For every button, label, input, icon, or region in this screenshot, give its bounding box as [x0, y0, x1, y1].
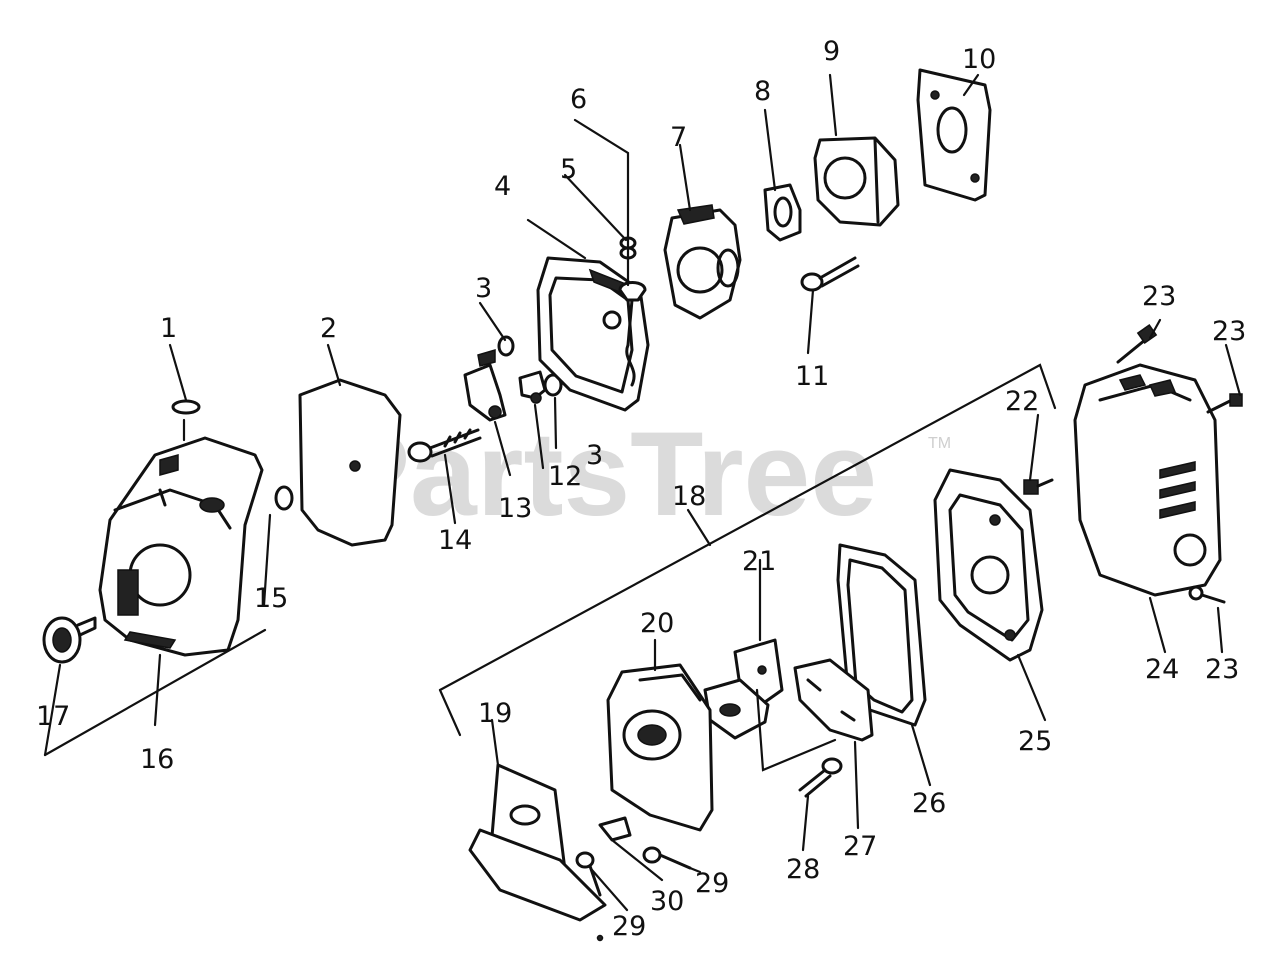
part-17-knob[interactable]	[42, 616, 97, 664]
part-21-bracket[interactable]	[703, 638, 784, 740]
part-9-insulator[interactable]	[813, 136, 900, 227]
callout-6: 6	[570, 84, 587, 115]
callout-9: 9	[823, 36, 840, 67]
callout-27: 27	[843, 831, 877, 862]
part-1-grommet[interactable]	[171, 399, 201, 415]
callout-23-bottom: 23	[1205, 654, 1239, 685]
callout-13: 13	[498, 493, 532, 524]
part-24-shroud[interactable]	[1073, 363, 1222, 597]
callout-30: 30	[650, 886, 684, 917]
callout-22: 22	[1005, 386, 1039, 417]
callout-18: 18	[672, 481, 706, 512]
part-15-ring[interactable]	[274, 485, 294, 511]
part-7-carburetor[interactable]	[663, 204, 742, 320]
part-27-plate[interactable]	[793, 658, 874, 742]
callout-25: 25	[1018, 726, 1052, 757]
callout-8: 8	[754, 76, 771, 107]
callout-24: 24	[1145, 654, 1179, 685]
part-23-screw-right[interactable]	[1206, 393, 1243, 414]
callout-4: 4	[494, 171, 511, 202]
callout-19: 19	[478, 698, 512, 729]
part-16-cover[interactable]	[98, 436, 264, 657]
callout-15: 15	[254, 583, 288, 614]
part-20-muffler[interactable]	[606, 663, 714, 832]
part-23-screw-top[interactable]	[1116, 324, 1158, 364]
callout-3-lower: 3	[586, 440, 603, 471]
part-11-screw[interactable]	[800, 256, 860, 292]
callout-7: 7	[670, 122, 687, 153]
callout-17: 17	[36, 701, 70, 732]
leader-lines	[43, 73, 1242, 912]
callout-11: 11	[795, 361, 829, 392]
part-23-screw-bottom[interactable]	[1188, 585, 1226, 604]
part-4-base[interactable]	[536, 256, 650, 412]
callout-10: 10	[962, 44, 996, 75]
callout-23-right: 23	[1212, 316, 1246, 347]
callout-29-lower: 29	[612, 911, 646, 942]
part-12-clip[interactable]	[518, 370, 547, 404]
callout-5: 5	[560, 154, 577, 185]
callout-16: 16	[140, 744, 174, 775]
callout-3-upper: 3	[475, 273, 492, 304]
callout-26: 26	[912, 788, 946, 819]
part-19-heat-shield[interactable]	[468, 763, 607, 922]
callout-labels: 1 2 3 3 4 5 6 7 8 9 10 11 12 13 14 15 16…	[36, 36, 1246, 942]
part-3-nut-upper[interactable]	[497, 335, 515, 357]
part-10-plate[interactable]	[916, 68, 992, 202]
watermark-tm: TM	[928, 435, 951, 452]
callout-28: 28	[786, 854, 820, 885]
part-30-plate[interactable]	[598, 816, 632, 842]
part-25-housing[interactable]	[933, 468, 1044, 662]
part-6-choke[interactable]	[618, 281, 647, 387]
callout-23-top: 23	[1142, 281, 1176, 312]
callout-12: 12	[548, 461, 582, 492]
watermark-text: PartsTree	[330, 407, 877, 541]
part-22-screw[interactable]	[1023, 478, 1054, 495]
part-29-bolt-upper[interactable]	[642, 846, 692, 870]
callout-14: 14	[438, 525, 472, 556]
part-13-bracket[interactable]	[463, 348, 507, 422]
part-28-bolt[interactable]	[798, 757, 843, 798]
callout-2: 2	[320, 313, 337, 344]
callout-29-right: 29	[695, 868, 729, 899]
part-26-gasket[interactable]	[836, 543, 927, 727]
callout-21: 21	[742, 546, 776, 577]
part-2-filter[interactable]	[298, 378, 402, 547]
dot-mark	[596, 934, 604, 942]
callout-20: 20	[640, 608, 674, 639]
part-8-gasket[interactable]	[763, 183, 802, 242]
callout-1: 1	[160, 313, 177, 344]
part-14-bolt[interactable]	[407, 428, 482, 463]
